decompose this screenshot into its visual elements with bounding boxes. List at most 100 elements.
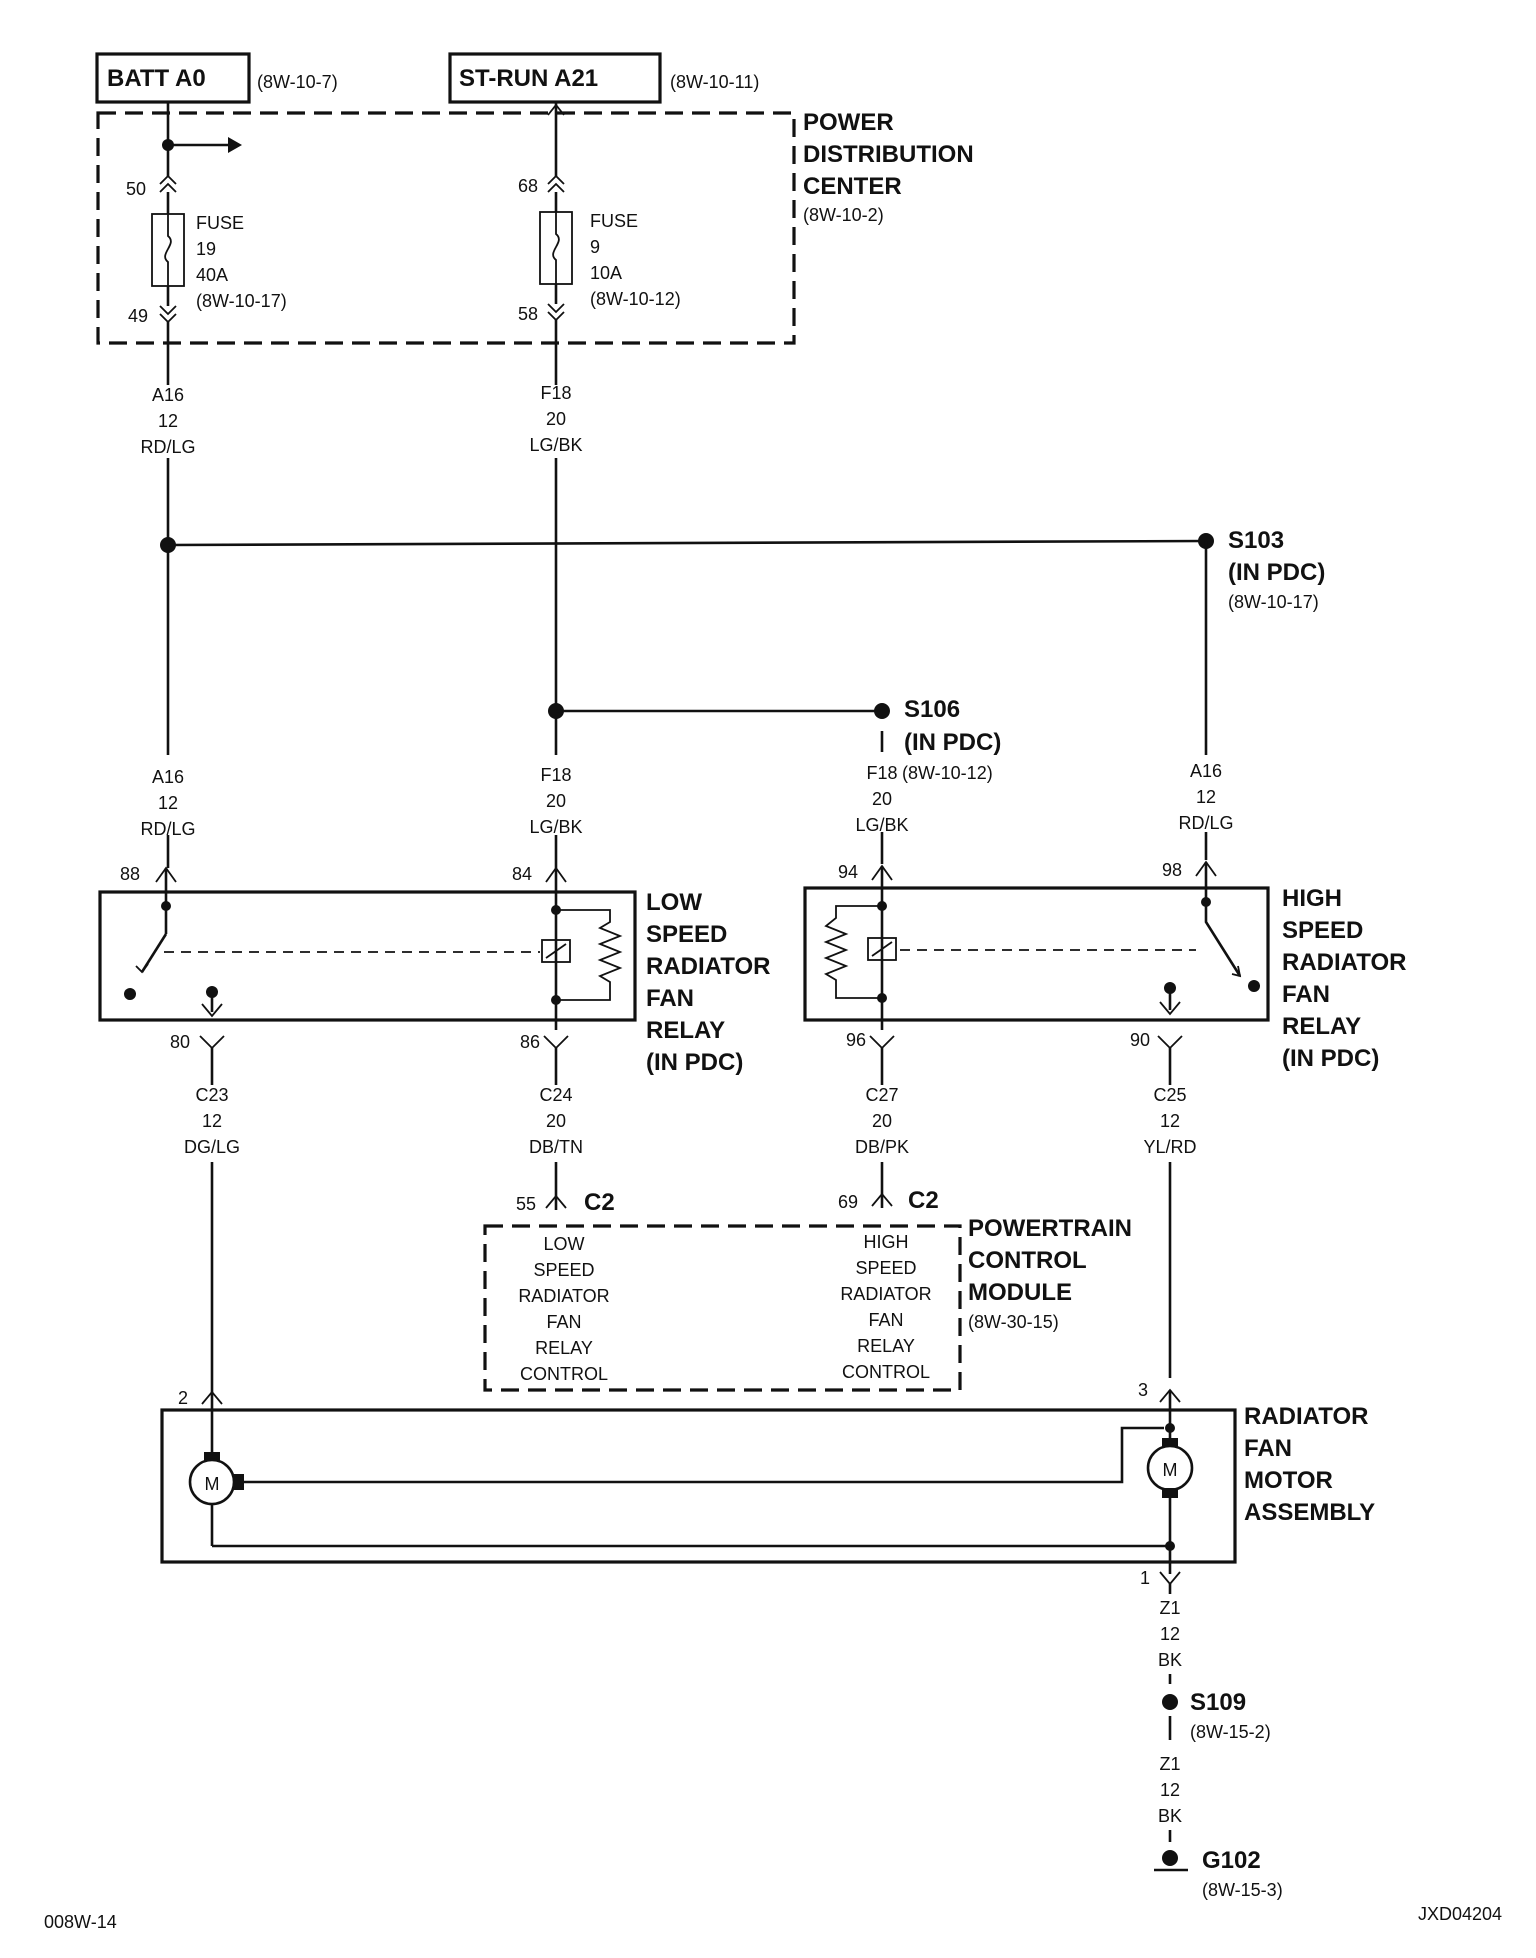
high-speed-relay: 94 98 96 90 HIGH SPEED RADIATOR FAN RELA… (803, 860, 1406, 1072)
fuse-9-pin-out: 58 (518, 304, 538, 324)
motor-title-1: RADIATOR (1244, 1403, 1368, 1430)
batt-source-ref: (8W-10-7) (257, 72, 338, 92)
pdc-title-line-2: DISTRIBUTION (803, 141, 974, 168)
a16-top-label-3: RD/LG (140, 437, 195, 457)
batt-branch-arrow-icon (228, 137, 242, 153)
a16-right-label-2: 12 (1196, 787, 1216, 807)
pin-98-label: 98 (1162, 860, 1182, 880)
fuse-19-line-3: 40A (196, 265, 228, 285)
fuse-19-element-icon (164, 214, 172, 286)
pcm-conn-c2-left: C2 (584, 1189, 615, 1216)
f18-top-label-3: LG/BK (529, 435, 582, 455)
pdc-boundary (96, 111, 796, 345)
g102-ref: (8W-15-3) (1202, 1880, 1283, 1900)
pin-96-label: 96 (846, 1030, 866, 1050)
footer-page-code: 008W-14 (44, 1912, 117, 1932)
s106-splice (874, 703, 890, 719)
motor-left-brush-side (234, 1474, 244, 1490)
c27-label-2: 20 (872, 1111, 892, 1131)
pcm-pin-69-connector-icon (871, 1192, 893, 1207)
pin-84-label: 84 (512, 864, 532, 884)
pcm-high-ctrl-6: CONTROL (842, 1362, 930, 1382)
c25-label-1: C25 (1153, 1085, 1186, 1105)
z1-a-label-2: 12 (1160, 1624, 1180, 1644)
strun-source-ref: (8W-10-11) (670, 72, 759, 92)
c27-label-1: C27 (865, 1085, 898, 1105)
a16-left-label-1: A16 (152, 767, 184, 787)
low-speed-relay: 88 84 80 86 LOW SPEED RADIATOR FAN RELAY… (98, 864, 770, 1076)
f18-right-label-1: F18 (866, 763, 897, 783)
radiator-fan-motor-assembly: 2 M 3 M RADIATOR FAN MOTOR ASSEMBLY (160, 1380, 1375, 1574)
s109-name: S109 (1190, 1689, 1246, 1716)
fuse-9-element-icon (552, 212, 560, 284)
s103-name: S103 (1228, 527, 1284, 554)
z1-b-label-1: Z1 (1159, 1754, 1180, 1774)
z1-a-label-3: BK (1158, 1650, 1182, 1670)
motor-right-node (1165, 1423, 1175, 1433)
strun-arrow-icon (547, 103, 565, 116)
high-relay-box (803, 886, 1270, 1022)
pcm-title-1: POWERTRAIN (968, 1215, 1132, 1242)
pcm-conn-c2-right: C2 (908, 1187, 939, 1214)
motor-pin-1-label: 1 (1140, 1568, 1150, 1588)
low-relay-title-6: (IN PDC) (646, 1049, 743, 1076)
high-relay-title-4: FAN (1282, 981, 1330, 1008)
s106-sub: (IN PDC) (904, 729, 1001, 756)
high-relay-coil (867, 937, 897, 961)
pdc-title-line-3: CENTER (803, 173, 902, 200)
f18-right-ref: (8W-10-12) (902, 763, 993, 783)
fuse-9-pin-in: 68 (518, 176, 538, 196)
pcm-high-ctrl-1: HIGH (864, 1232, 909, 1252)
pcm-pin-55-label: 55 (516, 1194, 536, 1214)
pin-94-label: 94 (838, 862, 858, 882)
low-relay-switch-tip-icon (135, 963, 149, 974)
fuse-19-pin-out: 49 (128, 306, 148, 326)
pcm-low-ctrl-3: RADIATOR (518, 1286, 609, 1306)
pin-86-connector-icon (543, 1035, 569, 1050)
pcm-high-ctrl-4: FAN (868, 1310, 903, 1330)
motor-title-2: FAN (1244, 1435, 1292, 1462)
fuse-19: 50 49 FUSE 19 40A (8W-10-17) (126, 174, 287, 326)
strun-source: ST-RUN A21 (8W-10-11) (448, 52, 759, 104)
pin-80-label: 80 (170, 1032, 190, 1052)
g102-node (1162, 1850, 1178, 1866)
c23-label-2: 12 (202, 1111, 222, 1131)
pcm-low-ctrl-5: RELAY (535, 1338, 593, 1358)
s103-ref: (8W-10-17) (1228, 592, 1319, 612)
s106-name: S106 (904, 696, 960, 723)
fuse-9-line-2: 9 (590, 237, 600, 257)
power-distribution-center: POWER DISTRIBUTION CENTER (8W-10-2) (96, 109, 974, 345)
a16-left-label-3: RD/LG (140, 819, 195, 839)
footer-figure-code: JXD04204 (1418, 1904, 1502, 1924)
z1-b-label-2: 12 (1160, 1780, 1180, 1800)
low-relay-resistor-icon (556, 909, 623, 1001)
low-relay-title-1: LOW (646, 889, 702, 916)
fuse-9-line-4: (8W-10-12) (590, 289, 681, 309)
a16-top-label-1: A16 (152, 385, 184, 405)
f18-mid-label-3: LG/BK (529, 817, 582, 837)
motor-series-link (244, 1426, 1164, 1484)
s103-sub: (IN PDC) (1228, 559, 1325, 586)
high-relay-title-3: RADIATOR (1282, 949, 1406, 976)
high-relay-contact-nc (1248, 980, 1260, 992)
motor-assembly-box (160, 1408, 1237, 1564)
pcm-high-ctrl-2: SPEED (855, 1258, 916, 1278)
fuse-19-out-connector-icon (159, 305, 177, 324)
pcm-boundary (483, 1224, 962, 1392)
low-relay-no-arrow-icon (201, 1003, 223, 1018)
high-relay-title-6: (IN PDC) (1282, 1045, 1379, 1072)
fuse-19-line-1: FUSE (196, 213, 244, 233)
c25-label-3: YL/RD (1143, 1137, 1196, 1157)
low-relay-title-3: RADIATOR (646, 953, 770, 980)
pin-90-connector-icon (1157, 1035, 1183, 1050)
motor-right-brush-top (1162, 1438, 1178, 1448)
c24-label-3: DB/TN (529, 1137, 583, 1157)
c23-label-1: C23 (195, 1085, 228, 1105)
f18-mid-label-1: F18 (540, 765, 571, 785)
c23-label-3: DG/LG (184, 1137, 240, 1157)
high-relay-no-arrow-icon (1159, 1001, 1181, 1016)
a16-right-label-3: RD/LG (1178, 813, 1233, 833)
s109-ref: (8W-15-2) (1190, 1722, 1271, 1742)
powertrain-control-module: 55 C2 69 C2 LOW SPEED RADIATOR FAN RELAY… (483, 1187, 1132, 1392)
